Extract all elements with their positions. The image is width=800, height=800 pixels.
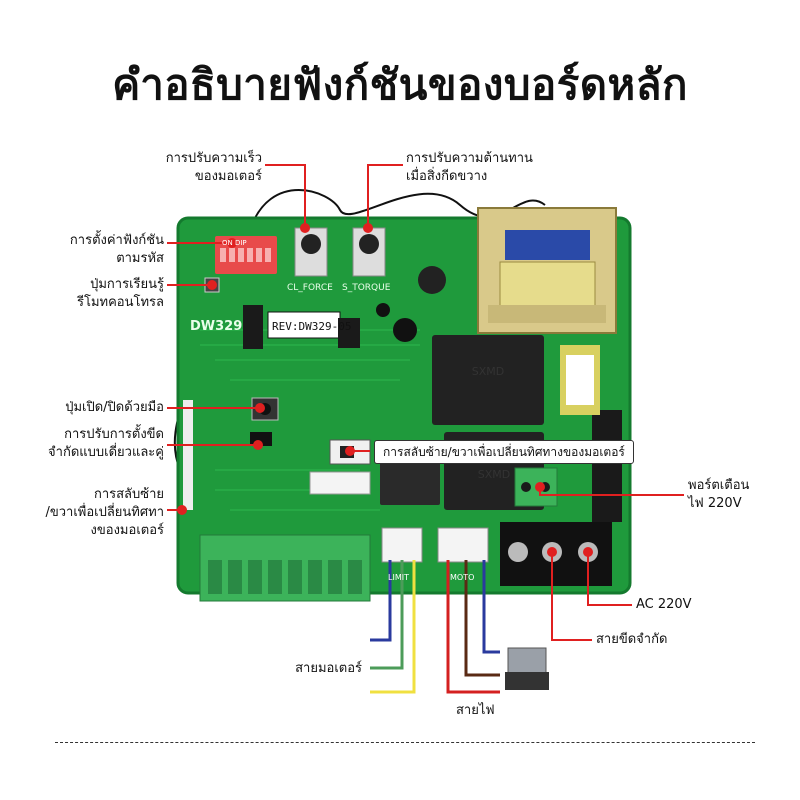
label-resistance: การปรับความต้านทาน เมื่อสิ่งกีดขวาง — [406, 151, 533, 184]
label-manual-button: ปุ่มเปิด/ปิดด้วยมือ — [65, 400, 164, 415]
capacitor-box — [592, 410, 622, 522]
motor-wire-blue — [370, 560, 392, 642]
svg-text:SXMD: SXMD — [472, 365, 504, 378]
label-direction-pill: การสลับซ้าย/ขวาเพื่อเปลี่ยนทิศทางของมอเต… — [374, 440, 634, 464]
motor-icon — [505, 647, 549, 690]
motor-connector — [437, 527, 489, 563]
relay-upper — [432, 335, 544, 425]
board-model: DW329 — [190, 319, 242, 334]
terminal-block — [199, 534, 371, 602]
power-wire-red — [446, 560, 500, 694]
motor-wire-yellow — [370, 560, 416, 694]
label-power-wire: สายไฟ — [456, 703, 495, 718]
buzzer — [393, 318, 417, 342]
label-remote-learn: ปุ่มการเรียนรู้ รีโมทคอนโทรล — [77, 277, 164, 310]
label-direction-left: การสลับซ้าย /ขวาเพื่อเปลี่ยนทิศทา งของมอ… — [45, 487, 164, 538]
white-connector — [309, 471, 371, 495]
board-revision: REV:DW329-05 — [272, 320, 351, 333]
pot-left-label: CL_FORCE — [287, 283, 333, 293]
label-limit-setting: การปรับการตั้งขีด จำกัดแบบเดี่ยวและคู่ — [48, 427, 164, 460]
page-title: คำอธิบายฟังก์ชันของบอร์ดหลัก — [112, 60, 688, 109]
dip-label: ON DIP — [222, 239, 247, 247]
label-motor-wire: สายมอเตอร์ — [295, 661, 362, 676]
pot-torque — [352, 227, 386, 277]
electrolytic-capacitor — [418, 266, 446, 294]
label-ac-power: AC 220V — [636, 597, 692, 612]
label-limit-wire: สายขีดจำกัด — [596, 632, 668, 647]
bottom-divider — [55, 742, 755, 743]
label-alarm-port: พอร์ตเตือน ไฟ 220V — [688, 478, 750, 511]
power-wire-brown — [464, 560, 500, 677]
label-code-function: การตั้งค่าฟังก์ชัน ตามรหัส — [69, 233, 164, 266]
side-header — [183, 400, 193, 510]
limit-connector — [381, 527, 423, 563]
transformer — [477, 207, 617, 334]
motor-wire-green — [370, 560, 404, 670]
motor-connector-label: MOTO — [450, 573, 474, 582]
pot-right-label: S_TORQUE — [342, 283, 391, 293]
ic-chip-rev — [267, 311, 341, 339]
pot-speed — [294, 227, 328, 277]
ic-chip-small — [338, 318, 360, 348]
relay-small — [380, 455, 440, 505]
svg-text:SXMD: SXMD — [478, 468, 510, 481]
limit-connector-label: LIMIT — [388, 573, 409, 582]
power-wire-blue — [482, 560, 500, 654]
ic-chip-main — [243, 305, 263, 349]
label-speed: การปรับความเร็ว ของมอเตอร์ — [165, 151, 262, 184]
